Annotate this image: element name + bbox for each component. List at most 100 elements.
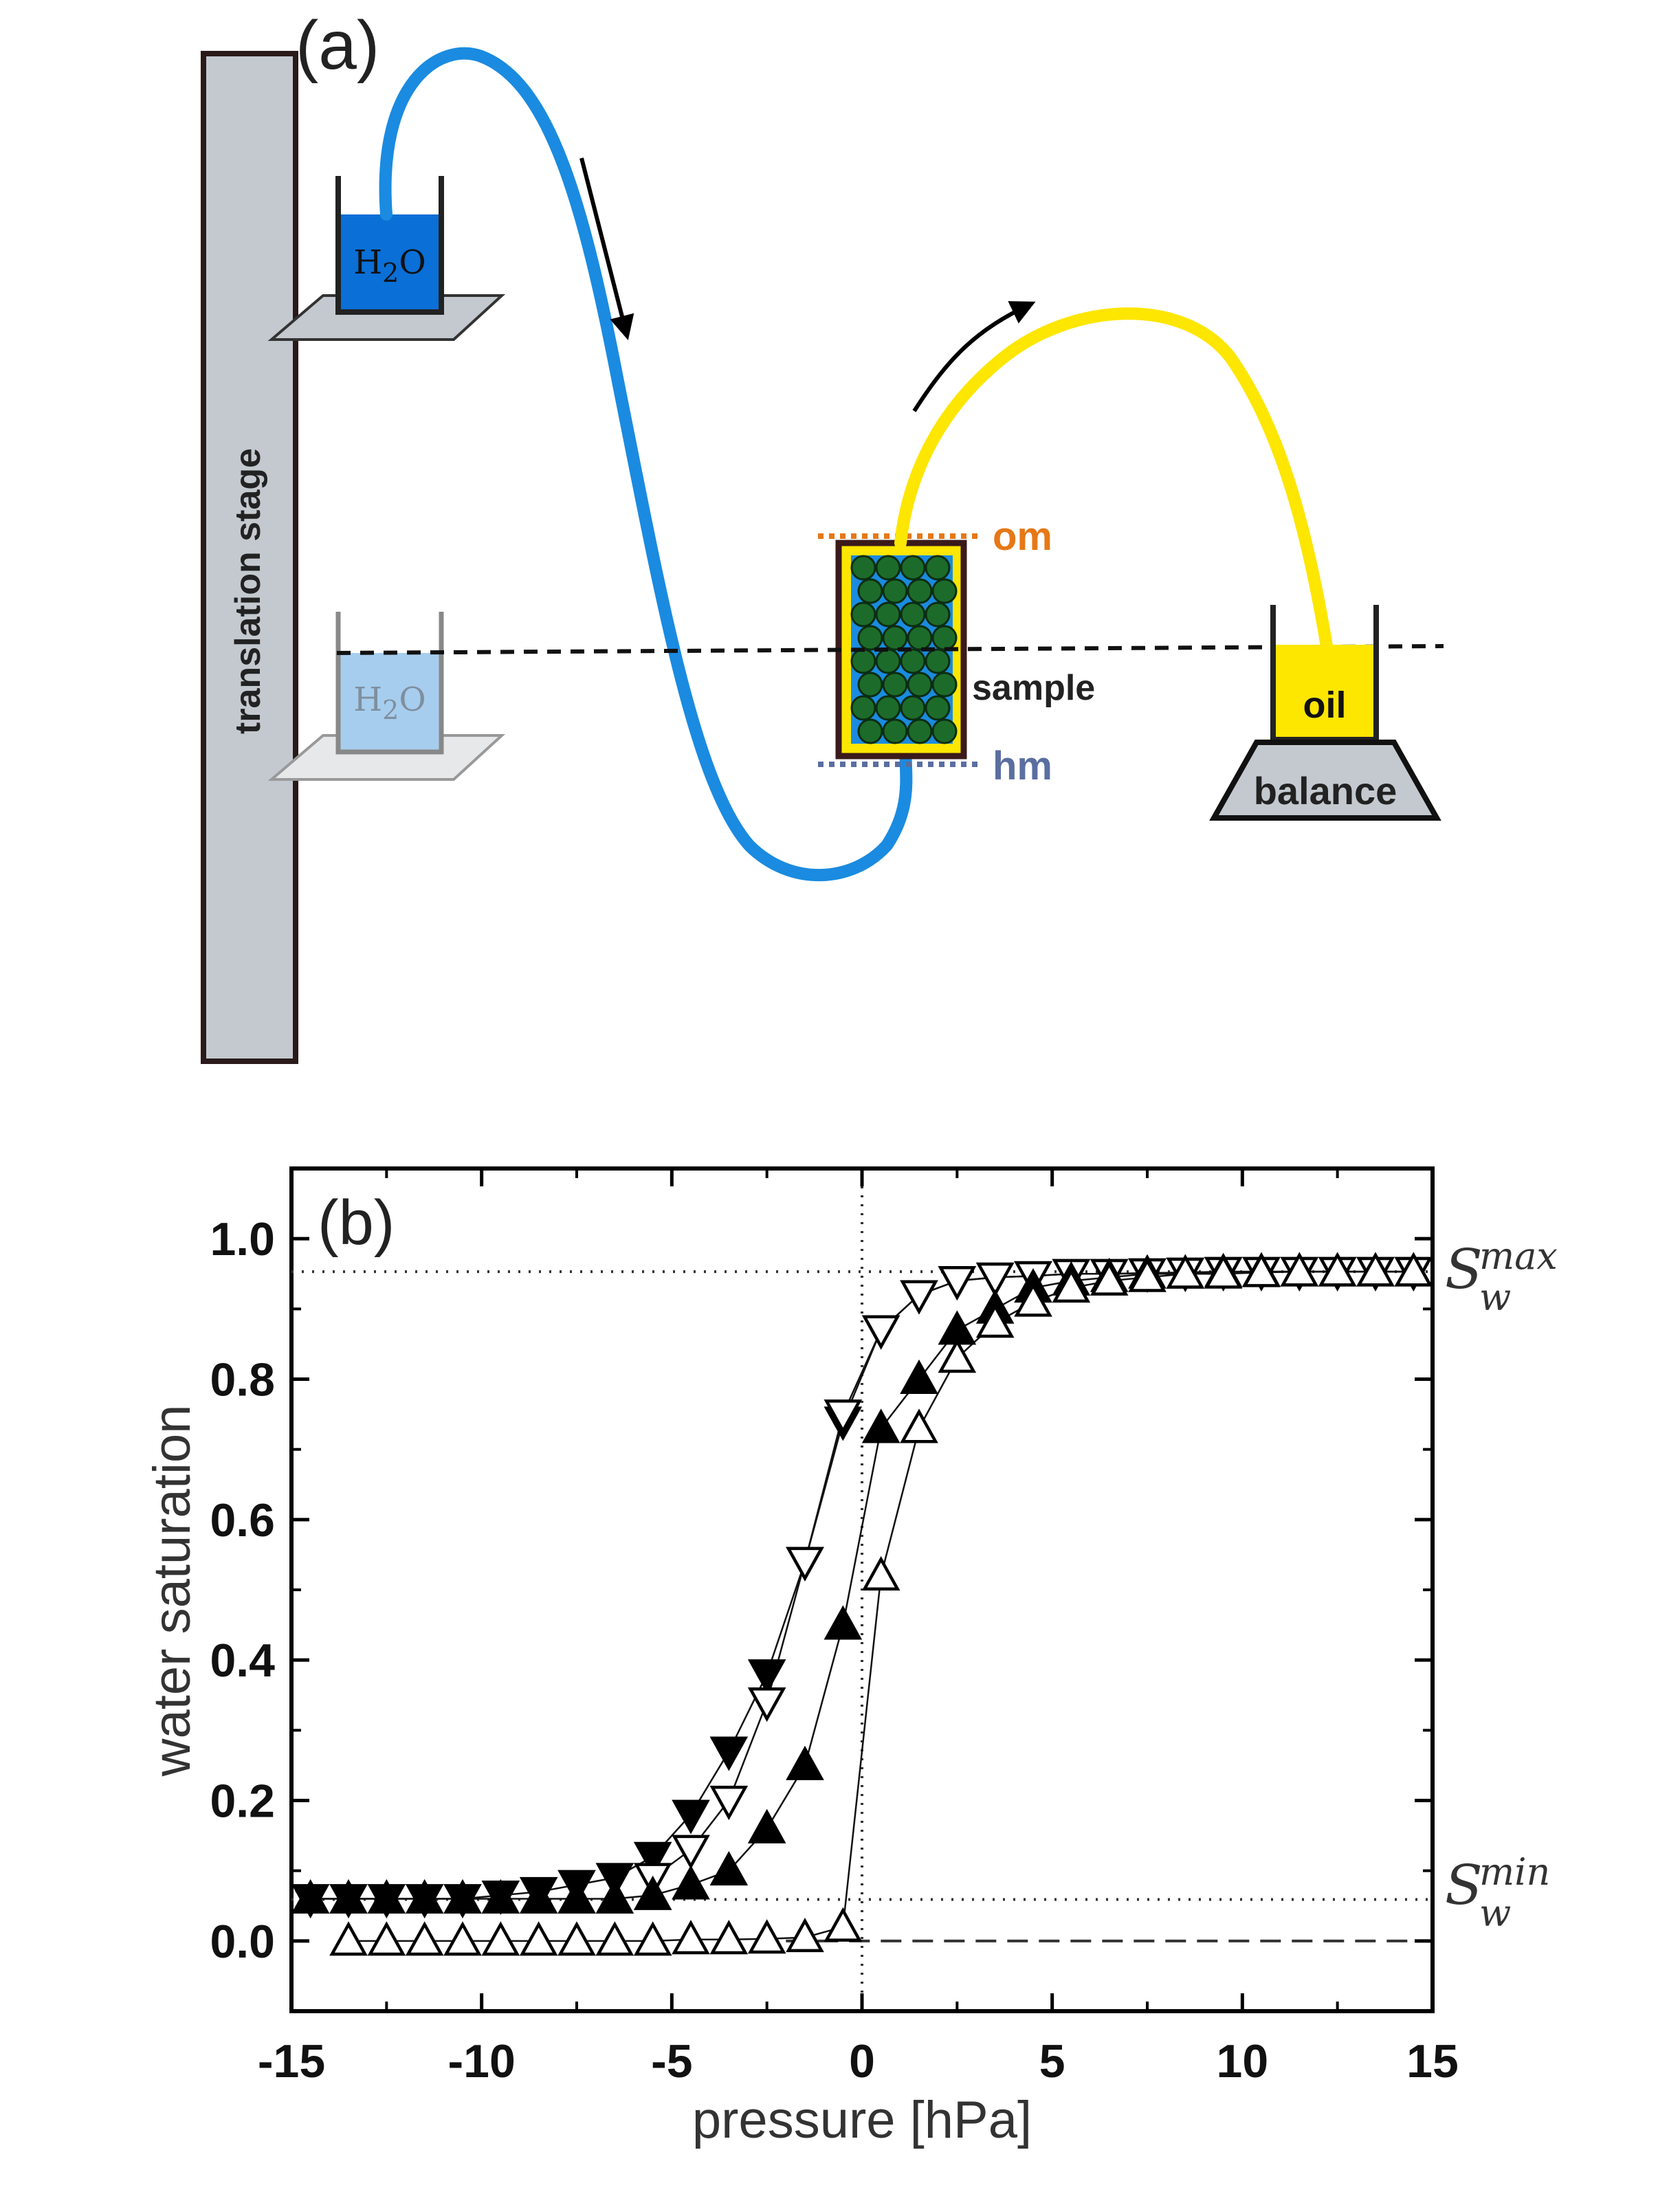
water-reservoir-walls (335, 176, 444, 315)
data-point-triangle-up-open (443, 1921, 482, 1956)
data-point-triangle-up-filled (672, 1865, 710, 1900)
data-point-triangle-up-filled (367, 1879, 406, 1914)
data-point-triangle-up-open (1014, 1282, 1052, 1317)
data-point-triangle-up-open (1090, 1261, 1129, 1296)
data-point-triangle-up-open (595, 1921, 634, 1956)
oil-tube (894, 307, 1333, 652)
y-tick-label: 0.8 (210, 1354, 275, 1406)
sand-grain (850, 555, 876, 581)
data-point-triangle-down-open (786, 1547, 824, 1582)
oil-label: oil (1303, 685, 1347, 726)
sand-grain (850, 695, 876, 721)
sand-grain (850, 648, 876, 674)
balance-label: balance (1254, 769, 1397, 812)
flow-arrow-water (579, 157, 634, 340)
data-point-triangle-up-open (1204, 1254, 1243, 1289)
data-point-triangle-up-open (633, 1921, 672, 1956)
y-tick-label: 0.6 (210, 1494, 275, 1547)
data-point-triangle-up-filled (861, 1408, 900, 1443)
smin-subscript: w (1479, 1892, 1511, 1935)
data-point-triangle-up-open (1166, 1254, 1205, 1289)
data-point-triangle-up-open (1128, 1257, 1167, 1292)
data-point-triangle-up-filled (709, 1851, 749, 1886)
sample-label: sample (972, 668, 1095, 708)
sand-grain (850, 601, 876, 628)
sand-grain (925, 695, 951, 721)
panel-a-schematic: (a) translation stage H2O H2O om hm samp… (201, 7, 1444, 1064)
sand-grain (925, 648, 951, 674)
sand-grain (857, 578, 883, 604)
data-point-triangle-down-filled (672, 1799, 710, 1835)
reference-lines (291, 1168, 1433, 2011)
data-point-triangle-up-open (329, 1921, 368, 1956)
data-point-triangle-up-open (824, 1907, 863, 1942)
data-point-triangle-up-open (1318, 1252, 1357, 1287)
smin-annotation: S min w (1445, 1850, 1550, 1935)
x-tick-label: 0 (849, 2035, 875, 2087)
translation-stage (201, 51, 298, 1064)
water-reservoir-text: H2O (353, 243, 425, 288)
data-point-triangle-down-filled (633, 1841, 672, 1876)
data-point-triangle-up-filled (405, 1879, 444, 1914)
reference-level-line (336, 644, 1444, 655)
data-point-triangle-up-open (975, 1303, 1015, 1338)
data-point-triangle-up-open (1280, 1252, 1319, 1287)
data-point-triangle-down-open (747, 1687, 786, 1722)
data-point-triangle-up-open (747, 1919, 786, 1954)
data-point-triangle-up-filled (595, 1879, 634, 1914)
sand-grain (931, 625, 958, 651)
data-point-triangle-up-filled (786, 1745, 824, 1780)
flow-arrow-oil (912, 301, 1036, 412)
data-point-triangle-down-open (975, 1262, 1015, 1297)
sand-grain (875, 555, 901, 581)
series-markers (291, 1252, 1433, 1956)
smax-subscript: w (1479, 1276, 1511, 1319)
data-point-triangle-up-filled (443, 1879, 482, 1914)
data-point-triangle-up-open (367, 1921, 406, 1956)
smax-superscript: max (1479, 1234, 1558, 1278)
data-point-triangle-up-open (1356, 1252, 1395, 1287)
y-axis-label: water saturation (143, 1405, 201, 1777)
axis-ticks (289, 1167, 1435, 2013)
sand-grain (875, 648, 901, 674)
data-point-triangle-up-filled (824, 1605, 863, 1640)
data-point-triangle-down-open (900, 1280, 938, 1315)
sand-grain (900, 555, 926, 581)
data-point-triangle-up-filled (633, 1875, 672, 1910)
data-point-triangle-up-filled (481, 1879, 520, 1914)
sand-grain (931, 718, 958, 744)
sand-grain (907, 672, 933, 698)
y-tick-label: 0.0 (210, 1916, 275, 1968)
sand-grain (900, 648, 926, 674)
series-line-triangle-down-open (652, 1270, 1414, 1879)
faded-reservoir-walls (335, 612, 444, 755)
data-point-triangle-up-filled (747, 1808, 786, 1843)
sand-grain (857, 625, 883, 651)
smin-symbol: S (1445, 1853, 1483, 1917)
oil-reservoir-fill (1273, 645, 1376, 740)
sand-grain (907, 578, 933, 604)
data-point-triangle-up-open (481, 1921, 520, 1956)
data-point-triangle-up-open (519, 1921, 558, 1956)
panel-b-label: (b) (318, 1188, 395, 1258)
data-point-triangle-up-open (786, 1918, 824, 1953)
sand-grain (857, 718, 883, 744)
om-label: om (993, 514, 1052, 559)
smax-annotation: S max w (1445, 1234, 1558, 1319)
data-point-triangle-up-open (1394, 1252, 1433, 1287)
sand-grain (931, 578, 958, 604)
data-point-triangle-up-open (1242, 1252, 1281, 1287)
series-line-triangle-up-open (349, 1270, 1414, 1942)
data-point-triangle-up-filled (519, 1879, 558, 1914)
sand-grain (857, 672, 883, 698)
sand-grain (882, 578, 908, 604)
translation-stage-label: translation stage (228, 448, 268, 734)
hm-label: hm (993, 744, 1052, 788)
sand-grain (900, 695, 926, 721)
data-point-triangle-up-filled (291, 1879, 330, 1914)
data-point-triangle-up-open (709, 1920, 749, 1955)
x-tick-label: 5 (1039, 2035, 1065, 2087)
